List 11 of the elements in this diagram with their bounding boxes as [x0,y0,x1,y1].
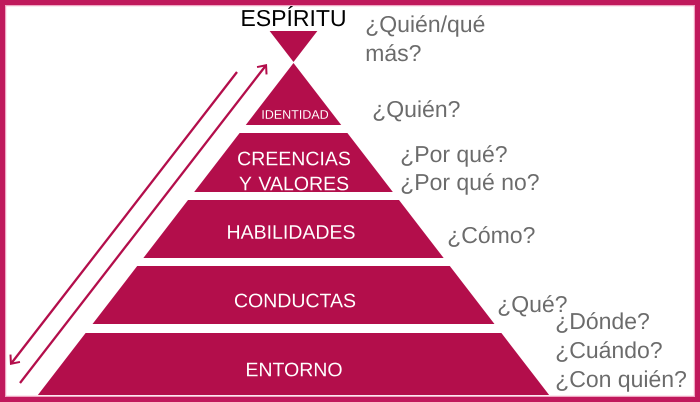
level-heading: ESPÍRITU [242,6,345,26]
pyramid-level: CONDUCTAS [92,266,494,324]
question-label: ¿Por qué? [402,145,507,167]
question-label: ¿Cuándo? [556,341,662,362]
question-label: ¿Quién? [374,100,460,122]
question-label: ¿Cómo? [448,226,535,247]
pyramid-level: CREENCIAS Y VALORES [194,133,393,192]
question-label: ¿Quién/qué más? [366,15,484,62]
question-label: ¿Por qué no? [402,173,539,195]
question-label: ¿Con quién? [556,370,686,392]
pyramid-level: HABILIDADES [143,200,444,258]
